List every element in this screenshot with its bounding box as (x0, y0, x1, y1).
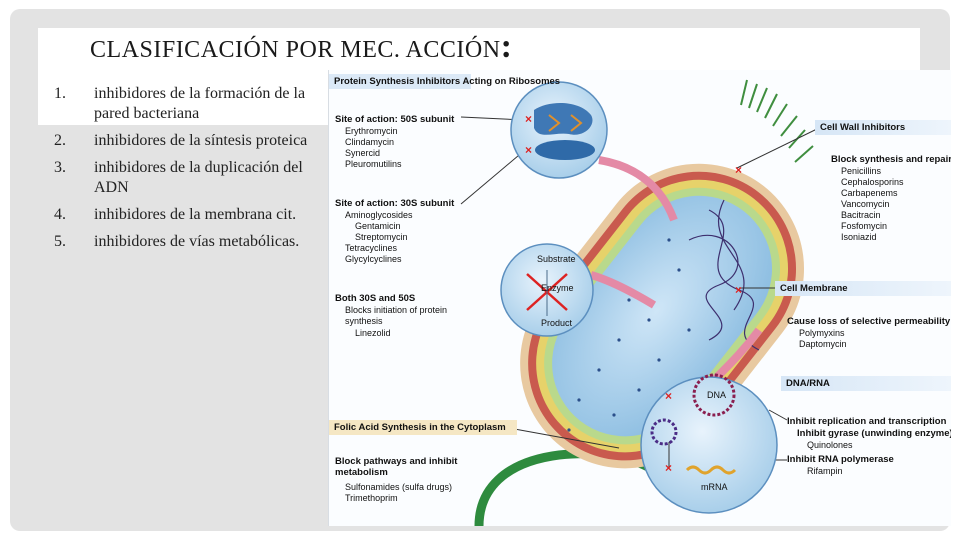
drug-label: Tetracyclines (345, 243, 398, 253)
drug-label: Carbapenems (841, 188, 898, 198)
cell-wall-header: Cell Wall Inhibitors (815, 120, 951, 135)
drug-label: Erythromycin (345, 126, 398, 136)
block-x-icon: × (525, 112, 532, 126)
trna-shapes (548, 114, 583, 132)
ribosome-small-subunit (535, 140, 595, 160)
drug-label: Streptomycin (355, 232, 408, 242)
substrate-label: Substrate (537, 254, 576, 264)
drug-label: Isoniazid (841, 232, 877, 242)
product-label: Product (541, 318, 573, 328)
list-item: 4.inhibidores de la membrana cit. (54, 206, 297, 223)
dna-bubble (640, 376, 778, 514)
drug-label: Linezolid (355, 328, 391, 338)
drug-label: Clindamycin (345, 137, 395, 147)
drug-label: Gentamicin (355, 221, 401, 231)
list-item: 1.inhibidores de la formación de la pare… (54, 85, 306, 122)
site-50s-title: Site of action: 50S subunit (335, 114, 455, 125)
block-x-icon: × (665, 461, 672, 475)
site-30s-title: Site of action: 30S subunit (335, 198, 455, 209)
drug-label: Fosfomycin (841, 221, 888, 231)
bacterium-illustration: × × × × × × (460, 79, 820, 526)
cell-membrane-subtitle: Cause loss of selective permeability (787, 316, 951, 327)
drug-label: Daptomycin (799, 339, 847, 349)
drug-label: Aminoglycosides (345, 210, 413, 220)
protein-synthesis-header: Protein Synthesis Inhibitors Acting on R… (329, 74, 560, 89)
folic-acid-header: Folic Acid Synthesis in the Cytoplasm (329, 420, 517, 435)
dna-label: DNA (707, 390, 727, 400)
drug-label: Synercid (345, 148, 381, 158)
list-highlight-band (38, 70, 332, 125)
folic-acid-subtitle: Block pathways and inhibit metabolism (335, 456, 458, 478)
title-band (38, 28, 920, 70)
arrow-ribosome (598, 156, 678, 222)
flagella-hairs (740, 79, 814, 163)
drug-label: Penicillins (841, 166, 882, 176)
dna-subtitle-rna-polymerase: Inhibit RNA polymerase (787, 454, 894, 465)
drug-label: Vancomycin (841, 199, 890, 209)
block-x-icon: × (665, 389, 672, 403)
dna-tangle (688, 199, 760, 351)
list-item: 5.inhibidores de vías metabólicas. (54, 233, 300, 250)
drug-label: Polymyxins (799, 328, 845, 338)
block-x-icon: × (525, 143, 532, 157)
drug-label: Rifampin (807, 466, 843, 476)
dna-rna-header: DNA/RNA (781, 376, 951, 391)
ribosome-dots (567, 238, 691, 432)
antibiotic-targets-figure: × × × × × × Protein Synthesis Inhibitors… (328, 70, 951, 526)
arrow-enzyme (589, 271, 657, 309)
dna-circle-icon (692, 373, 736, 417)
slide-title: CLASIFICACIÓN POR MEC. ACCIÓN: (90, 28, 513, 65)
block-x-icon: × (735, 283, 742, 297)
dna-subtitle-gyrase: Inhibit gyrase (unwinding enzyme) (797, 428, 951, 439)
dna-replication-icon (650, 418, 678, 446)
both-subunits-title: Both 30S and 50S (335, 293, 416, 304)
list-item: 3.inhibidores de la duplicación del ADN (54, 159, 303, 196)
classification-list: 1.inhibidores de la formación de la pare… (54, 84, 334, 259)
drug-label: Cephalosporins (841, 177, 904, 187)
bacterium-body (520, 163, 805, 469)
drug-label: Sulfonamides (sulfa drugs) (345, 482, 453, 492)
dna-subtitle-replication: Inhibit replication and transcription (787, 416, 947, 427)
mrna-wave-icon (685, 465, 737, 475)
mrna-label: mRNA (701, 482, 728, 492)
drug-label: Trimethoprim (345, 493, 398, 503)
cell-wall-subtitle: Block synthesis and repair (831, 154, 951, 165)
cell-membrane-header: Cell Membrane (775, 281, 951, 296)
enzyme-label: Enzyme (541, 283, 574, 293)
block-x-icon: × (735, 163, 742, 177)
both-subunits-desc: Blocks initiation of protein synthesis (345, 305, 448, 326)
list-item: 2.inhibidores de la síntesis proteica (54, 132, 308, 149)
ribosome-large-subunit (534, 103, 593, 135)
drug-label: Glycylcyclines (345, 254, 402, 264)
drug-label: Bacitracin (841, 210, 881, 220)
drug-label: Pleuromutilins (345, 159, 402, 169)
drug-label: Quinolones (807, 440, 853, 450)
